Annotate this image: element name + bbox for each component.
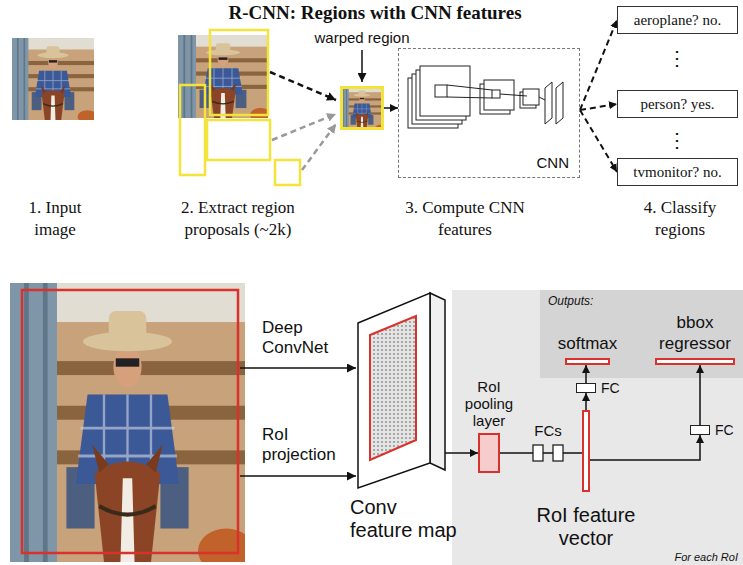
connector-arrow [384,107,398,109]
class-box: person? yes. [617,90,738,118]
layer-label: FCs [534,422,562,439]
step-caption: 1. Input image [10,197,100,241]
roi-panel-fill [452,290,743,565]
roi-pooling-layer: RoI pooling layer [478,433,500,473]
fc-label: FC [715,422,734,438]
fc-layer-boxes [533,445,563,461]
connector-arrow [590,435,700,460]
ellipsis: ⋮ [667,46,687,70]
connector-arrow [585,365,587,383]
cnn-label: CNN [537,154,570,171]
class-result: person? yes. [640,96,714,113]
map-label: Conv feature map [350,496,458,542]
fc-box: FC [690,425,710,435]
region-proposals [180,30,300,185]
panel-heading: Outputs: [548,294,593,308]
connector-arrow [563,452,582,454]
class-result: tvmonitor? no. [633,164,721,181]
step-caption: 4. Classify regions [620,197,740,241]
input-photo [10,283,254,565]
layer-label: RoI pooling layer [458,378,520,429]
connector-arrow [500,452,533,454]
arrow-label: RoI projection [262,425,348,466]
feature-map-slab [358,293,445,488]
class-result: aeroplane? no. [634,12,721,29]
input-photo [12,38,97,123]
fc-box: FC [576,383,596,393]
bbox-output: bbox regressor [655,358,735,365]
conv-feature-map: Conv feature map [348,293,445,488]
warped-photo [340,86,386,132]
input-arrows [240,368,356,476]
fc-label: FC [601,380,620,396]
output-label: softmax [558,334,618,354]
output-label: bbox regressor [653,313,737,354]
fc-layers: FCs [533,443,563,463]
connector-arrow [699,365,701,425]
dashed-arrow [580,104,617,110]
title: R-CNN: Regions with CNN features [75,2,675,24]
cnn-box: CNN [398,48,580,178]
ellipsis: ⋮ [667,128,687,152]
warped-region: warped region [340,86,384,130]
outputs-panel-fill [540,290,743,378]
step-caption: 2. Extract region proposals (~2k) [160,197,316,241]
dashed-arrow [580,110,617,172]
step-caption: 3. Compute CNN features [395,197,535,241]
class-box: aeroplane? no. [617,6,738,34]
proposal-photo [178,35,272,121]
arrow-label: Deep ConvNet [262,318,342,359]
softmax-output: softmax [565,358,610,365]
cnn-layers [408,66,563,128]
outputs-panel: Outputs: softmax bbox regressor [540,290,743,378]
connector-arrow [445,452,478,454]
panel-note: For each RoI [674,551,738,563]
roi-feature-vector: RoI feature vector [582,410,590,492]
region-label: warped region [314,29,409,46]
roi-panel: For each RoI Outputs: softmax bbox regresso… [452,290,743,565]
vector-label: RoI feature vector [516,504,656,550]
connector-arrow [585,393,587,410]
class-box: tvmonitor? no. [617,158,738,186]
roi-box [22,290,238,553]
dashed-arrow [580,20,617,110]
